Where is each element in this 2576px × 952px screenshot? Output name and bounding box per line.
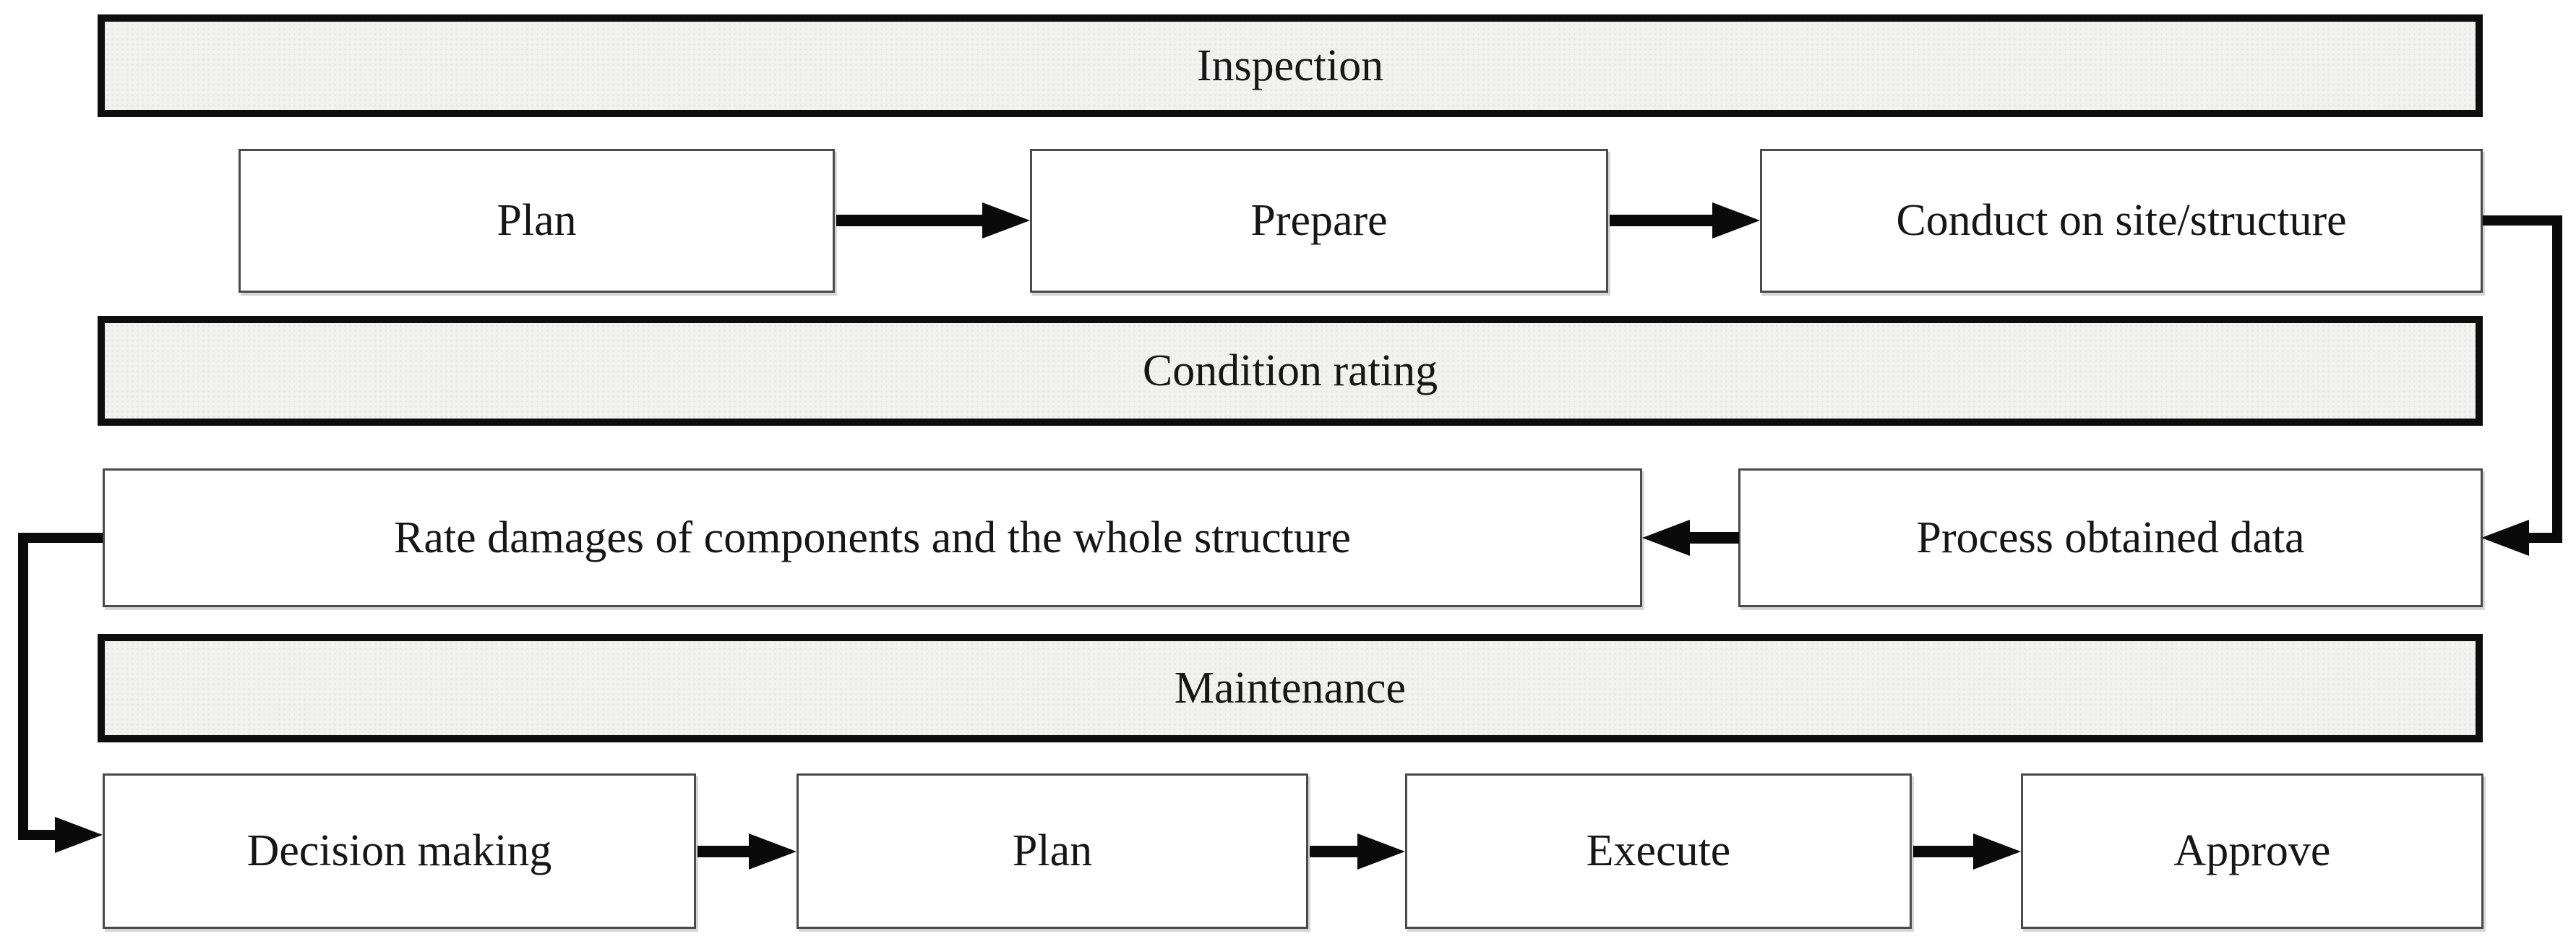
step-box-decision-making: Decision making [103, 773, 696, 929]
arrow-right-icon [1973, 833, 2021, 870]
section-bar-maintenance: Maintenance [98, 634, 2483, 742]
arrow-left-icon [2481, 520, 2529, 556]
step-label: Decision making [246, 826, 552, 875]
section-label-maintenance: Maintenance [1174, 663, 1407, 713]
arrow-right-icon [982, 202, 1030, 239]
arrow-right-icon [55, 817, 103, 853]
arrow-right-icon [1357, 833, 1405, 870]
step-label: Rate damages of components and the whole… [394, 513, 1351, 562]
step-box-rate-damages: Rate damages of components and the whole… [103, 468, 1642, 607]
step-box-process-obtained-data: Process obtained data [1738, 468, 2483, 607]
arrow-shaft [1913, 846, 1975, 857]
arrow-shaft [1610, 215, 1714, 226]
arrow-shaft [697, 846, 752, 857]
arrow-right-icon [1712, 202, 1760, 239]
step-label: Conduct on site/structure [1896, 196, 2347, 245]
step-label: Process obtained data [1916, 513, 2305, 562]
connector-segment [18, 830, 58, 840]
connector-segment [2483, 215, 2562, 226]
arrow-shaft [1310, 846, 1360, 857]
step-box-approve: Approve [2021, 773, 2483, 929]
connector-segment [2528, 533, 2562, 543]
step-label: Prepare [1250, 196, 1388, 245]
step-box-maintenance-plan: Plan [797, 773, 1308, 929]
section-label-condition-rating: Condition rating [1142, 346, 1438, 395]
connector-segment [18, 533, 103, 543]
step-label: Approve [2173, 826, 2331, 875]
arrow-shaft [836, 215, 985, 226]
arrow-shaft [1688, 532, 1739, 544]
connector-segment [18, 533, 28, 840]
section-label-inspection: Inspection [1196, 40, 1384, 90]
step-box-inspection-plan: Plan [239, 149, 835, 293]
arrow-right-icon [749, 833, 797, 870]
step-label: Plan [497, 196, 577, 245]
section-bar-inspection: Inspection [98, 14, 2483, 117]
step-box-execute: Execute [1405, 773, 1912, 929]
arrow-left-icon [1642, 520, 1690, 556]
connector-segment [2552, 215, 2562, 543]
section-bar-condition-rating: Condition rating [98, 316, 2483, 426]
step-box-conduct-on-site: Conduct on site/structure [1760, 149, 2483, 293]
step-label: Plan [1012, 826, 1093, 875]
step-label: Execute [1586, 826, 1731, 875]
step-box-prepare: Prepare [1030, 149, 1608, 293]
